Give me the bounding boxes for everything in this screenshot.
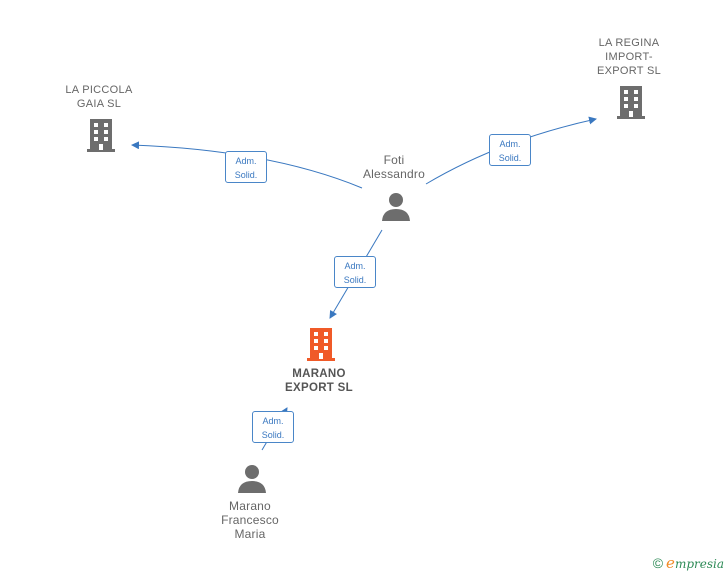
node-la-regina-label[interactable]: LA REGINA IMPORT- EXPORT SL [596,37,662,77]
node-marano-francesco-label[interactable]: Marano Francesco Maria [221,499,279,541]
copyright-icon: © [652,555,664,571]
node-la-piccola-gaia-label[interactable]: LA PICCOLA GAIA SL [65,84,133,110]
node-foti-alessandro-label[interactable]: Foti Alessandro [362,153,426,181]
relation-badge[interactable]: Adm. Solid. [334,256,376,288]
brand-logo: empresia [666,554,724,572]
building-icon[interactable] [615,84,647,120]
node-marano-export-label[interactable]: MARANO EXPORT SL [285,368,353,394]
building-icon[interactable] [85,117,117,153]
relation-badge[interactable]: Adm. Solid. [225,151,267,183]
relation-badge[interactable]: Adm. Solid. [252,411,294,443]
person-icon[interactable] [381,191,411,221]
building-icon-focused[interactable] [305,326,337,362]
person-icon[interactable] [237,463,267,493]
empresia-brand[interactable]: © empresia [653,554,724,572]
relation-badge[interactable]: Adm. Solid. [489,134,531,166]
